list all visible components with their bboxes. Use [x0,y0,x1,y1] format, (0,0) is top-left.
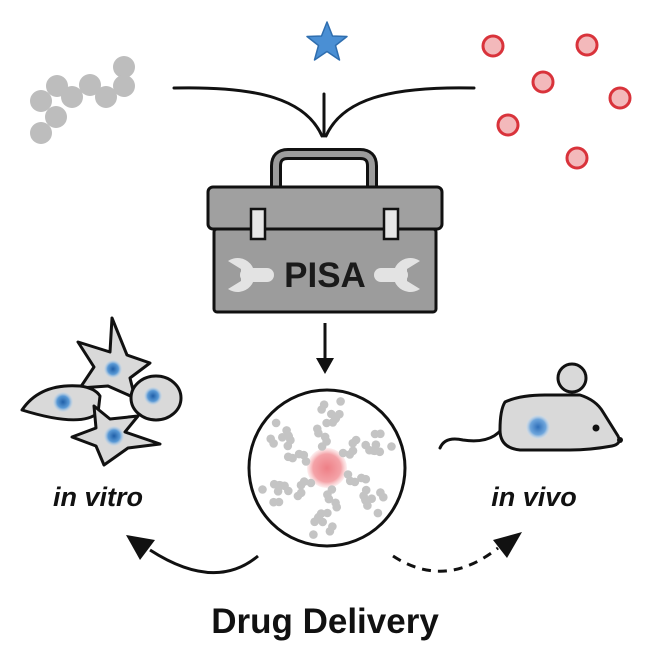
polymer-bead [379,492,388,502]
polymer-bead [325,527,335,536]
converging-lines [172,86,476,138]
in-vivo-label: in vivo [491,482,577,512]
arrow-to-in-vitro [126,535,259,574]
polymer-chain-icon [30,56,135,144]
polymer-bead [373,508,383,518]
polymer-bead [363,501,372,510]
polymer-bead [269,479,279,489]
polymer-bead [335,409,344,419]
wrench-icon [228,258,274,293]
in-vitro-label: in vitro [53,482,143,512]
drug-delivery-label: Drug Delivery [211,602,439,641]
polymer-bead [283,452,293,462]
polymer-bead [338,448,348,458]
micelle-icon [247,388,407,548]
polymer-bead [293,491,303,501]
polymer-bead [313,424,322,434]
polymer-bead [266,434,276,444]
polymer-bead [322,418,331,428]
polymer-bead [336,397,345,406]
toolbox-icon: PISA [206,148,444,314]
red-particles-icon [481,33,632,170]
polymer-bead [320,432,330,442]
toolbox-label: PISA [284,256,366,295]
wrench-icon [374,258,420,293]
polymer-bead [296,480,306,490]
polymer-bead [258,485,267,494]
down-arrow [316,323,334,374]
polymer-bead [306,478,316,488]
polymer-bead [361,474,371,484]
cells-icon [20,316,183,467]
polymer-bead [323,508,332,518]
polymer-bead [282,426,291,435]
polymer-bead [324,494,334,504]
mouse-icon [438,362,623,452]
polymer-bead [271,418,281,428]
star-icon [306,21,348,61]
polymer-bead [376,429,385,439]
polymer-bead [294,449,304,459]
arrow-to-in-vivo [392,532,522,573]
polymer-bead [350,477,360,487]
polymer-bead [375,447,385,457]
polymer-bead [269,497,278,507]
polymer-bead [348,446,358,456]
polymer-bead [387,442,396,451]
polymer-bead [332,502,342,512]
polymer-bead [319,400,329,410]
polymer-bead [310,517,319,527]
polymer-bead [309,530,318,539]
polymer-bead [351,435,361,445]
